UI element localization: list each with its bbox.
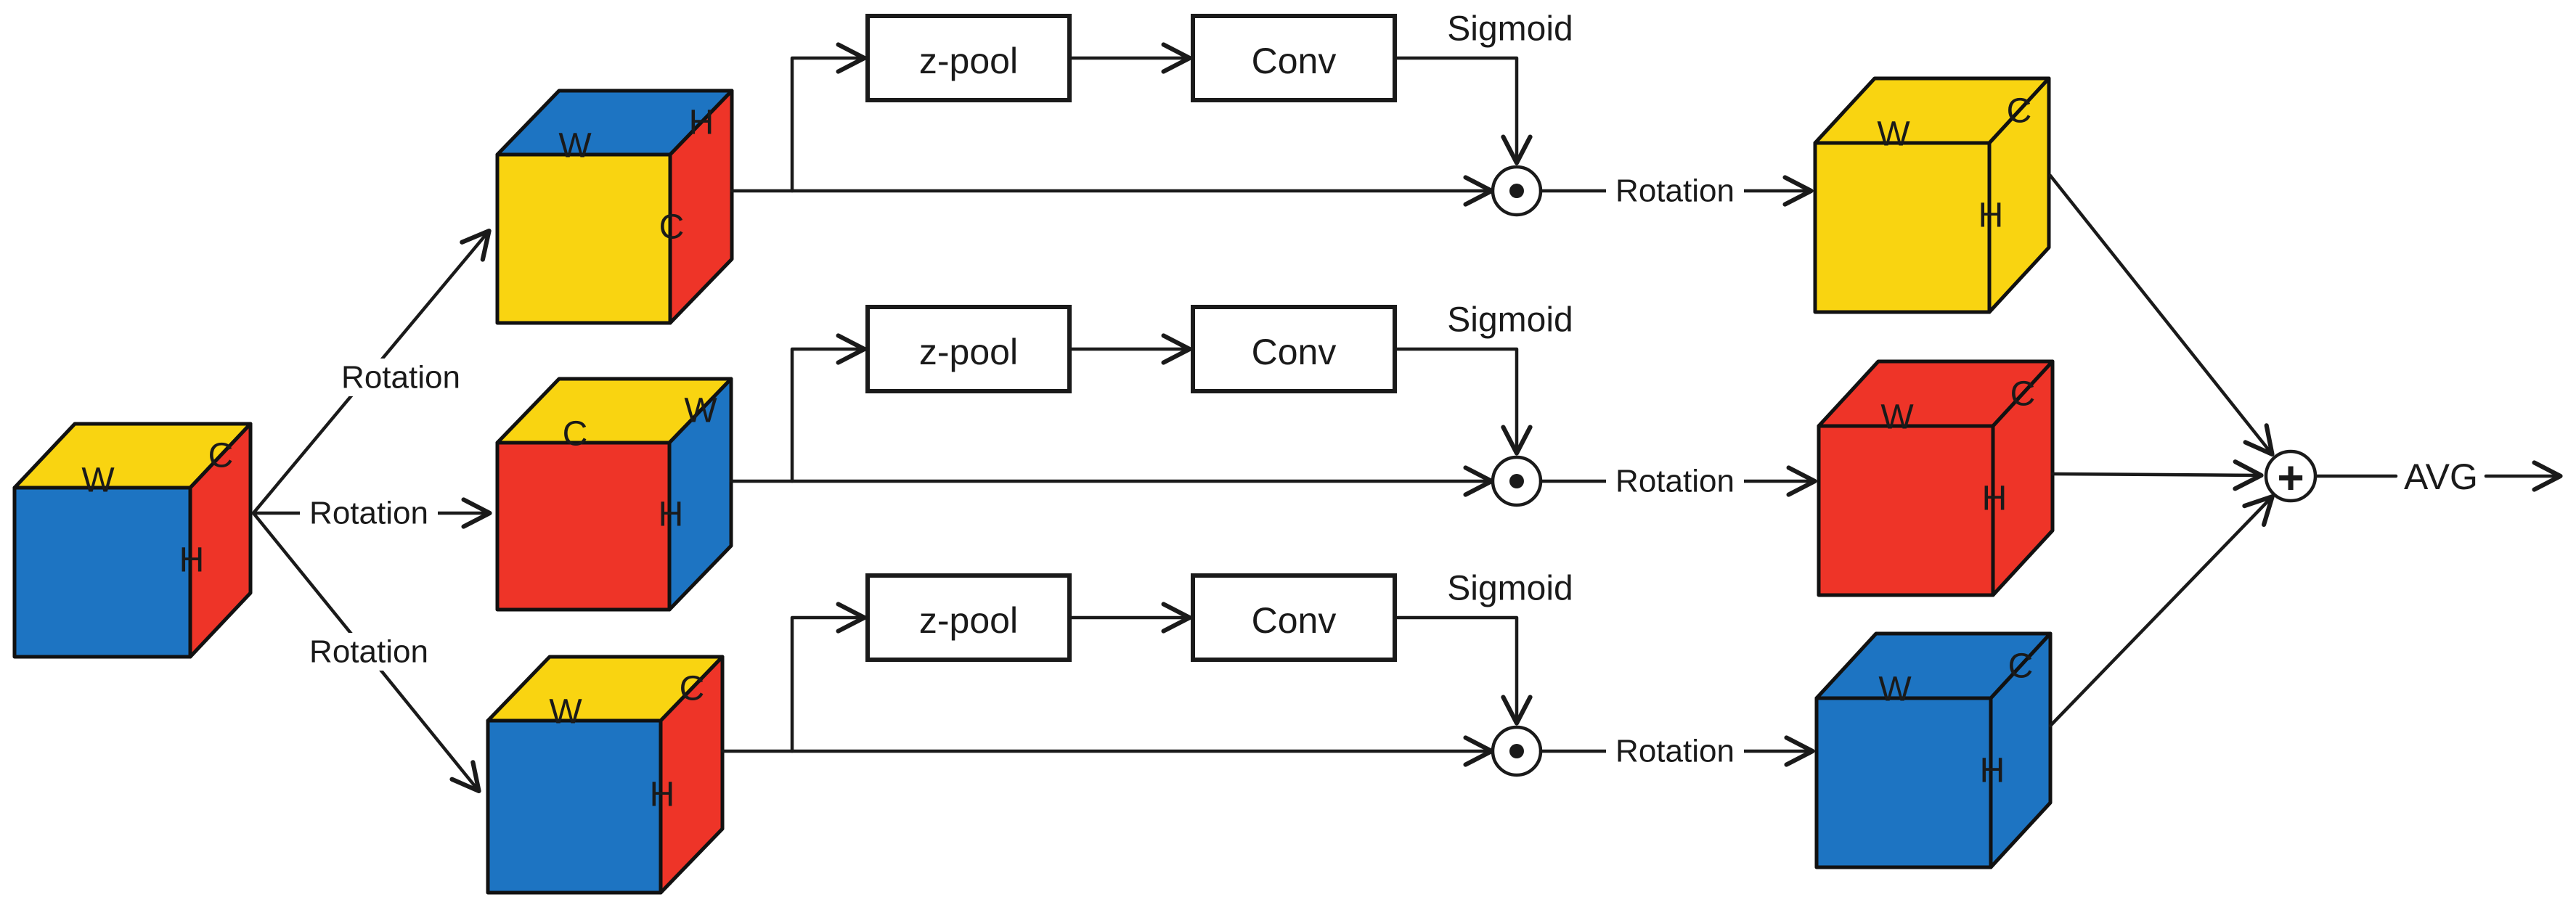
branch-2-cube-top-label: C — [563, 415, 588, 454]
rotation-label-mask-middle — [300, 494, 438, 532]
branch-1-zpool-label: z-pool — [919, 41, 1018, 81]
branch-3: W C H z-pool Conv Sigmoid Rotation W C H — [486, 494, 2275, 895]
rotation-label-mask-bottom — [300, 633, 438, 671]
branch-1: W H C z-pool Conv Sigmoid Rotation W C H — [495, 10, 2275, 457]
branch-3-multiply-dot — [1509, 744, 1524, 758]
branch-3-conv-label: Conv — [1252, 600, 1337, 641]
branch-2-output-cube-corner-label: C — [2010, 375, 2036, 414]
branch-1-output-cube-top-label: W — [1877, 115, 1910, 154]
branch-3-sigmoid-label: Sigmoid — [1447, 570, 1573, 608]
input-cube-width-label: W — [81, 462, 115, 500]
branch-1-sigmoid-label: Sigmoid — [1447, 10, 1573, 49]
branch-3-rotation-back-label: Rotation — [1615, 734, 1735, 769]
branch-1-cube-front-face — [495, 152, 672, 325]
branch-3-cube-front-face — [486, 718, 663, 895]
branch-2-output-cube-front-face — [1817, 424, 1995, 597]
rotation-label-top: Rotation — [341, 360, 460, 396]
branch-1-output-cube-side-label: H — [1978, 197, 2004, 235]
avg-label: AVG — [2404, 456, 2478, 497]
branch-1-zpool-box — [865, 14, 1072, 102]
branch-2-zpool-box — [865, 305, 1072, 393]
branch-1-conv-box — [1191, 14, 1397, 102]
input-cube-front-face — [12, 486, 192, 659]
branch-1-cube-top-label: W — [558, 127, 592, 165]
branch-3-zpool-box — [865, 573, 1072, 662]
branch-3-skip-to-zpool — [790, 602, 867, 753]
branch-1-sigmoid-line — [1393, 56, 1533, 165]
sum-icon: + — [2264, 449, 2318, 504]
branch-3-cube-side-label: H — [650, 776, 675, 814]
branch-3-elementwise-multiply-icon — [1491, 725, 1543, 777]
branch-2-rotated-cube: C W H — [495, 377, 733, 612]
branch-3-output-cube-top-label: W — [1878, 671, 1912, 709]
branch-1-rotated-cube: W H C — [495, 89, 734, 325]
branch-2-conv-box — [1191, 305, 1397, 393]
branch-1-output-cube: W C H — [1813, 76, 2051, 314]
branch-2: C W H z-pool Conv Sigmoid Rotation W C H — [495, 301, 2264, 612]
branch-1-cube-corner-label: H — [689, 104, 714, 142]
rotation-fan: Rotation Rotation Rotation — [251, 229, 492, 794]
sum-plus-label: + — [2277, 451, 2304, 504]
branch-2-rotation-back-mask — [1606, 464, 1744, 499]
branch-2-cube-side-label: H — [659, 496, 684, 534]
branch-2-conv-label: Conv — [1252, 332, 1337, 372]
branch-1-skip-to-zpool — [790, 42, 867, 193]
branch-3-output-cube: W C H — [1814, 631, 2053, 869]
branch-2-output-cube-top-label: W — [1880, 398, 1914, 437]
input-cube-height-label: H — [179, 541, 205, 580]
branch-1-rotation-back-mask — [1606, 173, 1744, 208]
branch-2-to-sum-line — [2050, 459, 2264, 491]
branch-2-output-cube: W C H — [1817, 359, 2055, 597]
branch-3-output-cube-side-label: H — [1980, 752, 2005, 790]
branch-1-output-cube-corner-label: C — [2007, 92, 2032, 131]
branch-2-cube-front-face — [495, 441, 672, 612]
branch-3-cube-corner-label: C — [680, 670, 705, 708]
branch-3-cube-top-label: W — [549, 693, 582, 732]
branch-3-rotated-cube: W C H — [486, 655, 725, 895]
branch-2-sigmoid-line — [1393, 347, 1533, 456]
branch-2-elementwise-multiply-icon — [1491, 455, 1543, 507]
branch-1-cube-side-label: C — [659, 208, 685, 247]
rotation-label-bottom: Rotation — [309, 634, 428, 670]
branch-1-to-sum-line — [2048, 173, 2275, 457]
rotation-label-mask-top — [332, 359, 470, 396]
branch-2-cube-corner-label: W — [684, 392, 717, 430]
branch-2-rotation-back-label: Rotation — [1615, 464, 1735, 499]
branch-2-skip-to-zpool — [790, 333, 867, 483]
branch-1-multiply-dot — [1509, 184, 1524, 198]
branch-2-output-cube-side-label: H — [1982, 480, 2008, 518]
branch-3-to-sum-line — [2048, 494, 2275, 728]
branch-3-output-cube-front-face — [1814, 696, 1993, 869]
rotation-label-middle: Rotation — [309, 496, 428, 531]
branch-3-conv-box — [1191, 573, 1397, 662]
merge-section: + AVG — [2264, 449, 2563, 504]
input-tensor-cube: W C H — [12, 422, 253, 659]
branch-2-multiply-dot — [1509, 474, 1524, 488]
branch-2-zpool-label: z-pool — [919, 332, 1018, 372]
branch-3-output-cube-corner-label: C — [2008, 647, 2034, 686]
branch-1-conv-label: Conv — [1252, 41, 1337, 81]
input-cube-channel-label: C — [208, 437, 234, 475]
branch-1-output-cube-front-face — [1813, 141, 1992, 314]
branch-1-rotation-back-label: Rotation — [1615, 173, 1735, 209]
branch-3-sigmoid-line — [1393, 615, 1533, 726]
branch-1-elementwise-multiply-icon — [1491, 165, 1543, 217]
branch-3-rotation-back-mask — [1606, 734, 1744, 769]
branch-3-zpool-label: z-pool — [919, 600, 1018, 641]
branch-2-sigmoid-label: Sigmoid — [1447, 301, 1573, 340]
